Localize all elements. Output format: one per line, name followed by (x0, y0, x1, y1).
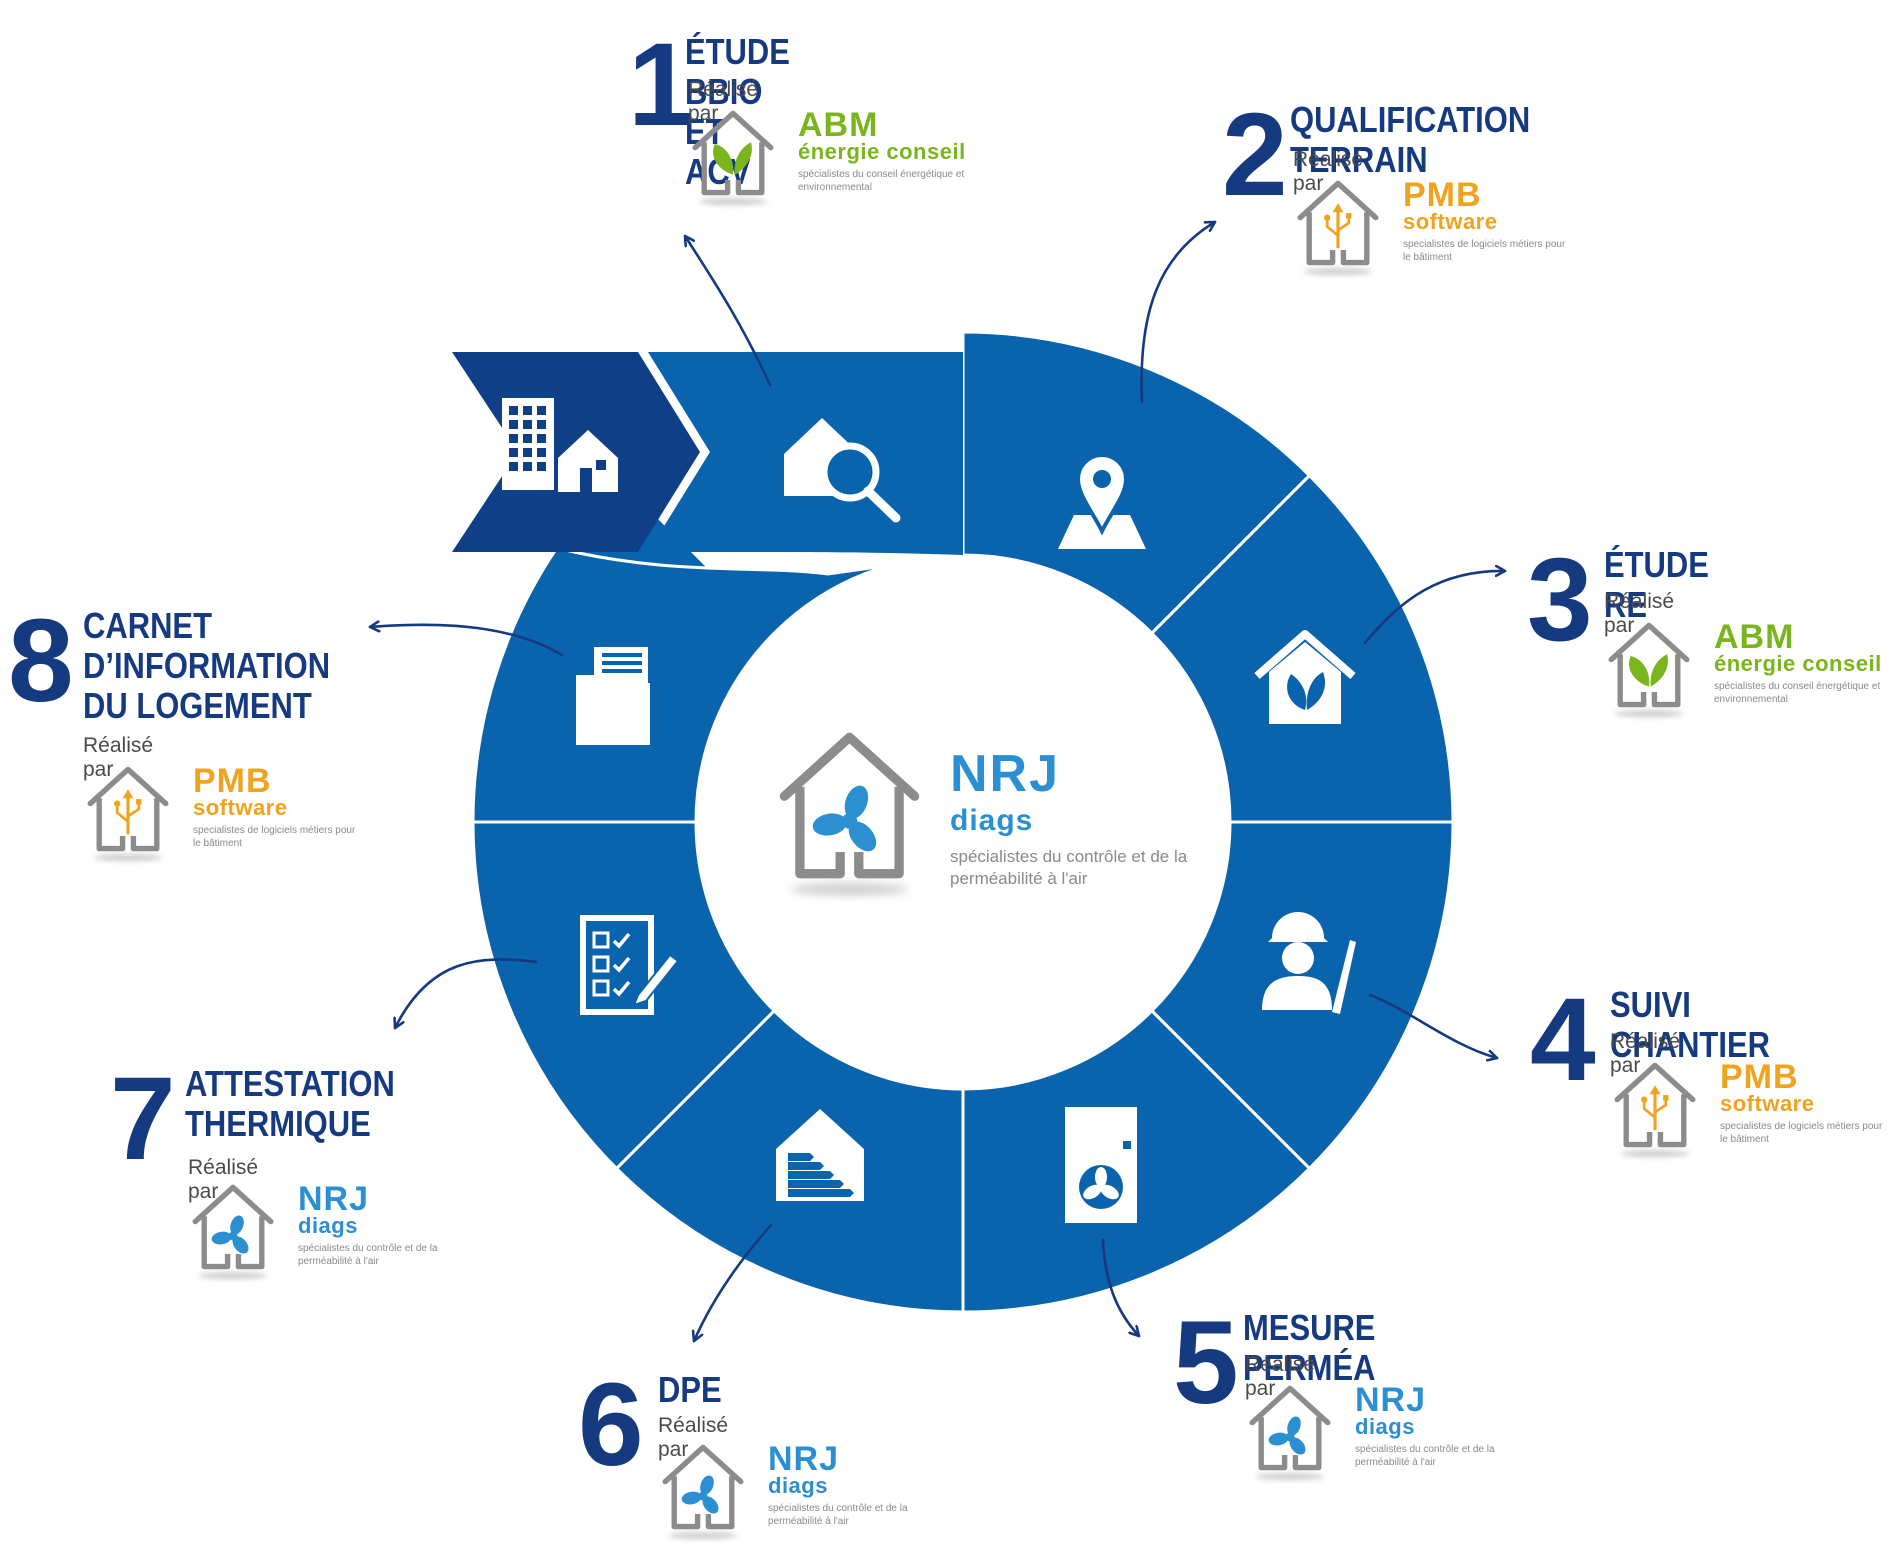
step-number: 3 (1527, 534, 1593, 666)
partner-sub: diags (768, 1473, 828, 1498)
partner-logo-pmb: PMB software specialistes de logiciels m… (1293, 178, 1633, 278)
usb-icon (1641, 1085, 1669, 1131)
partner-tagline: spécialistes du contrôle et de la perméa… (768, 1503, 908, 1527)
fan-icon (681, 1475, 719, 1514)
step-realise-par: Réalisé par (1245, 1353, 1316, 1400)
ring-segment-2 (961, 330, 1312, 636)
step-number: 2 (1222, 89, 1288, 221)
partner-house-logo (1608, 622, 1690, 718)
step-title: CARNET D’INFORMATION DU LOGEMENT (83, 605, 331, 726)
partner-logo-nrj: NRJ diags spécialistes du contrôle et de… (1245, 1383, 1585, 1483)
partner-tagline: specialistes de logiciels métiers pour l… (1720, 1121, 1883, 1145)
folder-docs-icon (576, 647, 650, 745)
arrow-step-1 (683, 234, 772, 387)
center-brand-sub: diags (950, 804, 1034, 837)
partner-house-logo (87, 766, 169, 862)
arrow-step-7 (395, 958, 538, 1030)
partner-logo-abm: ABM énergie conseil spécialistes du cons… (688, 108, 1028, 208)
step-arrows (368, 220, 1507, 1343)
step-number: 5 (1173, 1297, 1239, 1429)
arrow-step-2 (1140, 220, 1217, 404)
step-realise-par: Réalisé par (658, 1414, 729, 1461)
partner-sub: diags (298, 1213, 358, 1238)
partner-house-logo (1249, 1385, 1331, 1481)
partner-logo-nrj: NRJ diags spécialistes du contrôle et de… (188, 1182, 528, 1282)
step-realise-par: Réalisé par (1610, 1030, 1681, 1077)
step-number: 8 (8, 595, 74, 727)
partner-sub: software (193, 795, 288, 820)
ring-segment-8 (471, 546, 964, 824)
partner-name: PMB (1403, 176, 1482, 214)
usb-icon (114, 789, 142, 835)
partner-house-logo (1297, 180, 1379, 276)
step-title: ATTESTATION THERMIQUE (185, 1063, 395, 1144)
partner-sub: software (1403, 209, 1498, 234)
fan-icon (812, 785, 877, 852)
house-search-icon (784, 418, 901, 523)
center-logo (779, 732, 920, 896)
partner-name: PMB (1720, 1058, 1799, 1096)
arrow-step-6 (694, 1223, 773, 1343)
fan-icon (211, 1215, 249, 1254)
partner-tagline: spécialistes du contrôle et de la perméa… (1355, 1444, 1495, 1468)
partner-tagline: specialistes de logiciels métiers pour l… (1403, 239, 1566, 263)
partner-logo-abm: ABM énergie conseil spécialistes du cons… (1604, 620, 1891, 720)
step-title: MESURE PERMÉA (1243, 1307, 1376, 1388)
partner-tagline: spécialistes du conseil énergétique et e… (1714, 681, 1881, 705)
arrow-step-3 (1363, 571, 1507, 645)
step-realise-par: Réalisé par (688, 78, 759, 125)
buildings-icon (502, 398, 618, 492)
energy-label-icon (776, 1109, 864, 1201)
door-fan-icon (1065, 1107, 1137, 1223)
arrow-step-5 (1101, 1238, 1141, 1338)
step-title: ÉTUDE RE (1604, 544, 1709, 625)
partner-house-logo (192, 1184, 274, 1280)
step-title: DPE (658, 1369, 722, 1410)
partner-name: ABM (1714, 618, 1795, 656)
leaf-icon (713, 142, 752, 175)
step-number: 7 (110, 1053, 176, 1185)
partner-logo-pmb: PMB software specialistes de logiciels m… (1610, 1060, 1891, 1160)
partner-name: NRJ (298, 1180, 370, 1218)
step-number: 6 (578, 1359, 644, 1491)
step-number: 4 (1530, 974, 1596, 1106)
partner-sub: énergie conseil (798, 139, 966, 164)
step-realise-par: Réalisé par (83, 734, 154, 781)
fan-icon (1268, 1416, 1306, 1455)
partner-house-logo (662, 1444, 744, 1540)
partner-house-logo (1614, 1062, 1696, 1158)
step-realise-par: Réalisé par (1604, 590, 1675, 637)
map-pin-icon (1058, 453, 1146, 549)
partner-name: ABM (798, 106, 879, 144)
partner-sub: énergie conseil (1714, 651, 1882, 676)
arrow-step-4 (1368, 993, 1499, 1058)
partner-name: NRJ (768, 1440, 840, 1478)
step-title: SUIVI CHANTIER (1610, 984, 1770, 1065)
partner-name: NRJ (1355, 1381, 1427, 1419)
arrow-step-8 (368, 625, 564, 657)
eco-house-icon (1254, 630, 1356, 724)
step-realise-par: Réalisé par (188, 1156, 259, 1203)
checklist-icon (580, 915, 680, 1015)
step-number: 1 (628, 19, 694, 151)
partner-house-logo (692, 110, 774, 206)
step-title: QUALIFICATION TERRAIN (1290, 99, 1531, 180)
center-brand-name: NRJ (950, 745, 1061, 803)
partner-logo-pmb: PMB software specialistes de logiciels m… (83, 764, 423, 864)
partner-sub: diags (1355, 1414, 1415, 1439)
usb-icon (1324, 203, 1352, 249)
partner-tagline: spécialistes du contrôle et de la perméa… (298, 1243, 438, 1267)
partner-logo-nrj: NRJ diags spécialistes du contrôle et de… (658, 1442, 998, 1542)
leaf-icon (1629, 654, 1668, 687)
worker-icon (1262, 912, 1356, 1014)
partner-sub: software (1720, 1091, 1815, 1116)
ring-icons (502, 398, 1356, 1223)
partner-name: PMB (193, 762, 272, 800)
partner-tagline: specialistes de logiciels métiers pour l… (193, 825, 356, 849)
center-brand-tagline: spécialistes du contrôle et de la perméa… (950, 847, 1188, 888)
step-realise-par: Réalisé par (1293, 148, 1364, 195)
partner-tagline: spécialistes du conseil énergétique et e… (798, 169, 965, 193)
